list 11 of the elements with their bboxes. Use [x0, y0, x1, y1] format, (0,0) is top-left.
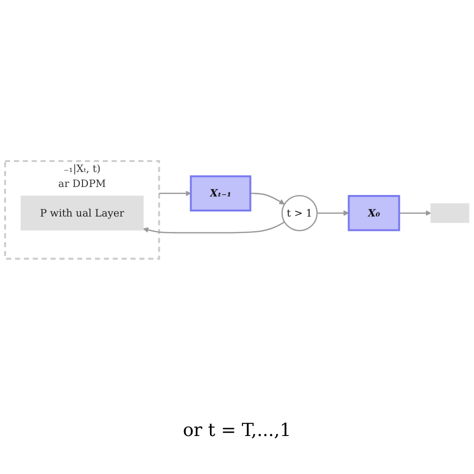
node-box: P with ual Layer	[20, 196, 144, 231]
arrow	[317, 210, 350, 216]
node-box	[430, 203, 470, 223]
loop-condition-text: or t = T,...,1	[182, 420, 292, 441]
node-box: X₀	[348, 195, 400, 232]
arrow	[399, 210, 432, 216]
arrow	[143, 222, 285, 234]
node-box: Xₜ₋₁	[190, 175, 252, 212]
arrow	[159, 190, 192, 196]
node-circle: t > 1	[281, 195, 318, 232]
arrow	[250, 192, 285, 205]
